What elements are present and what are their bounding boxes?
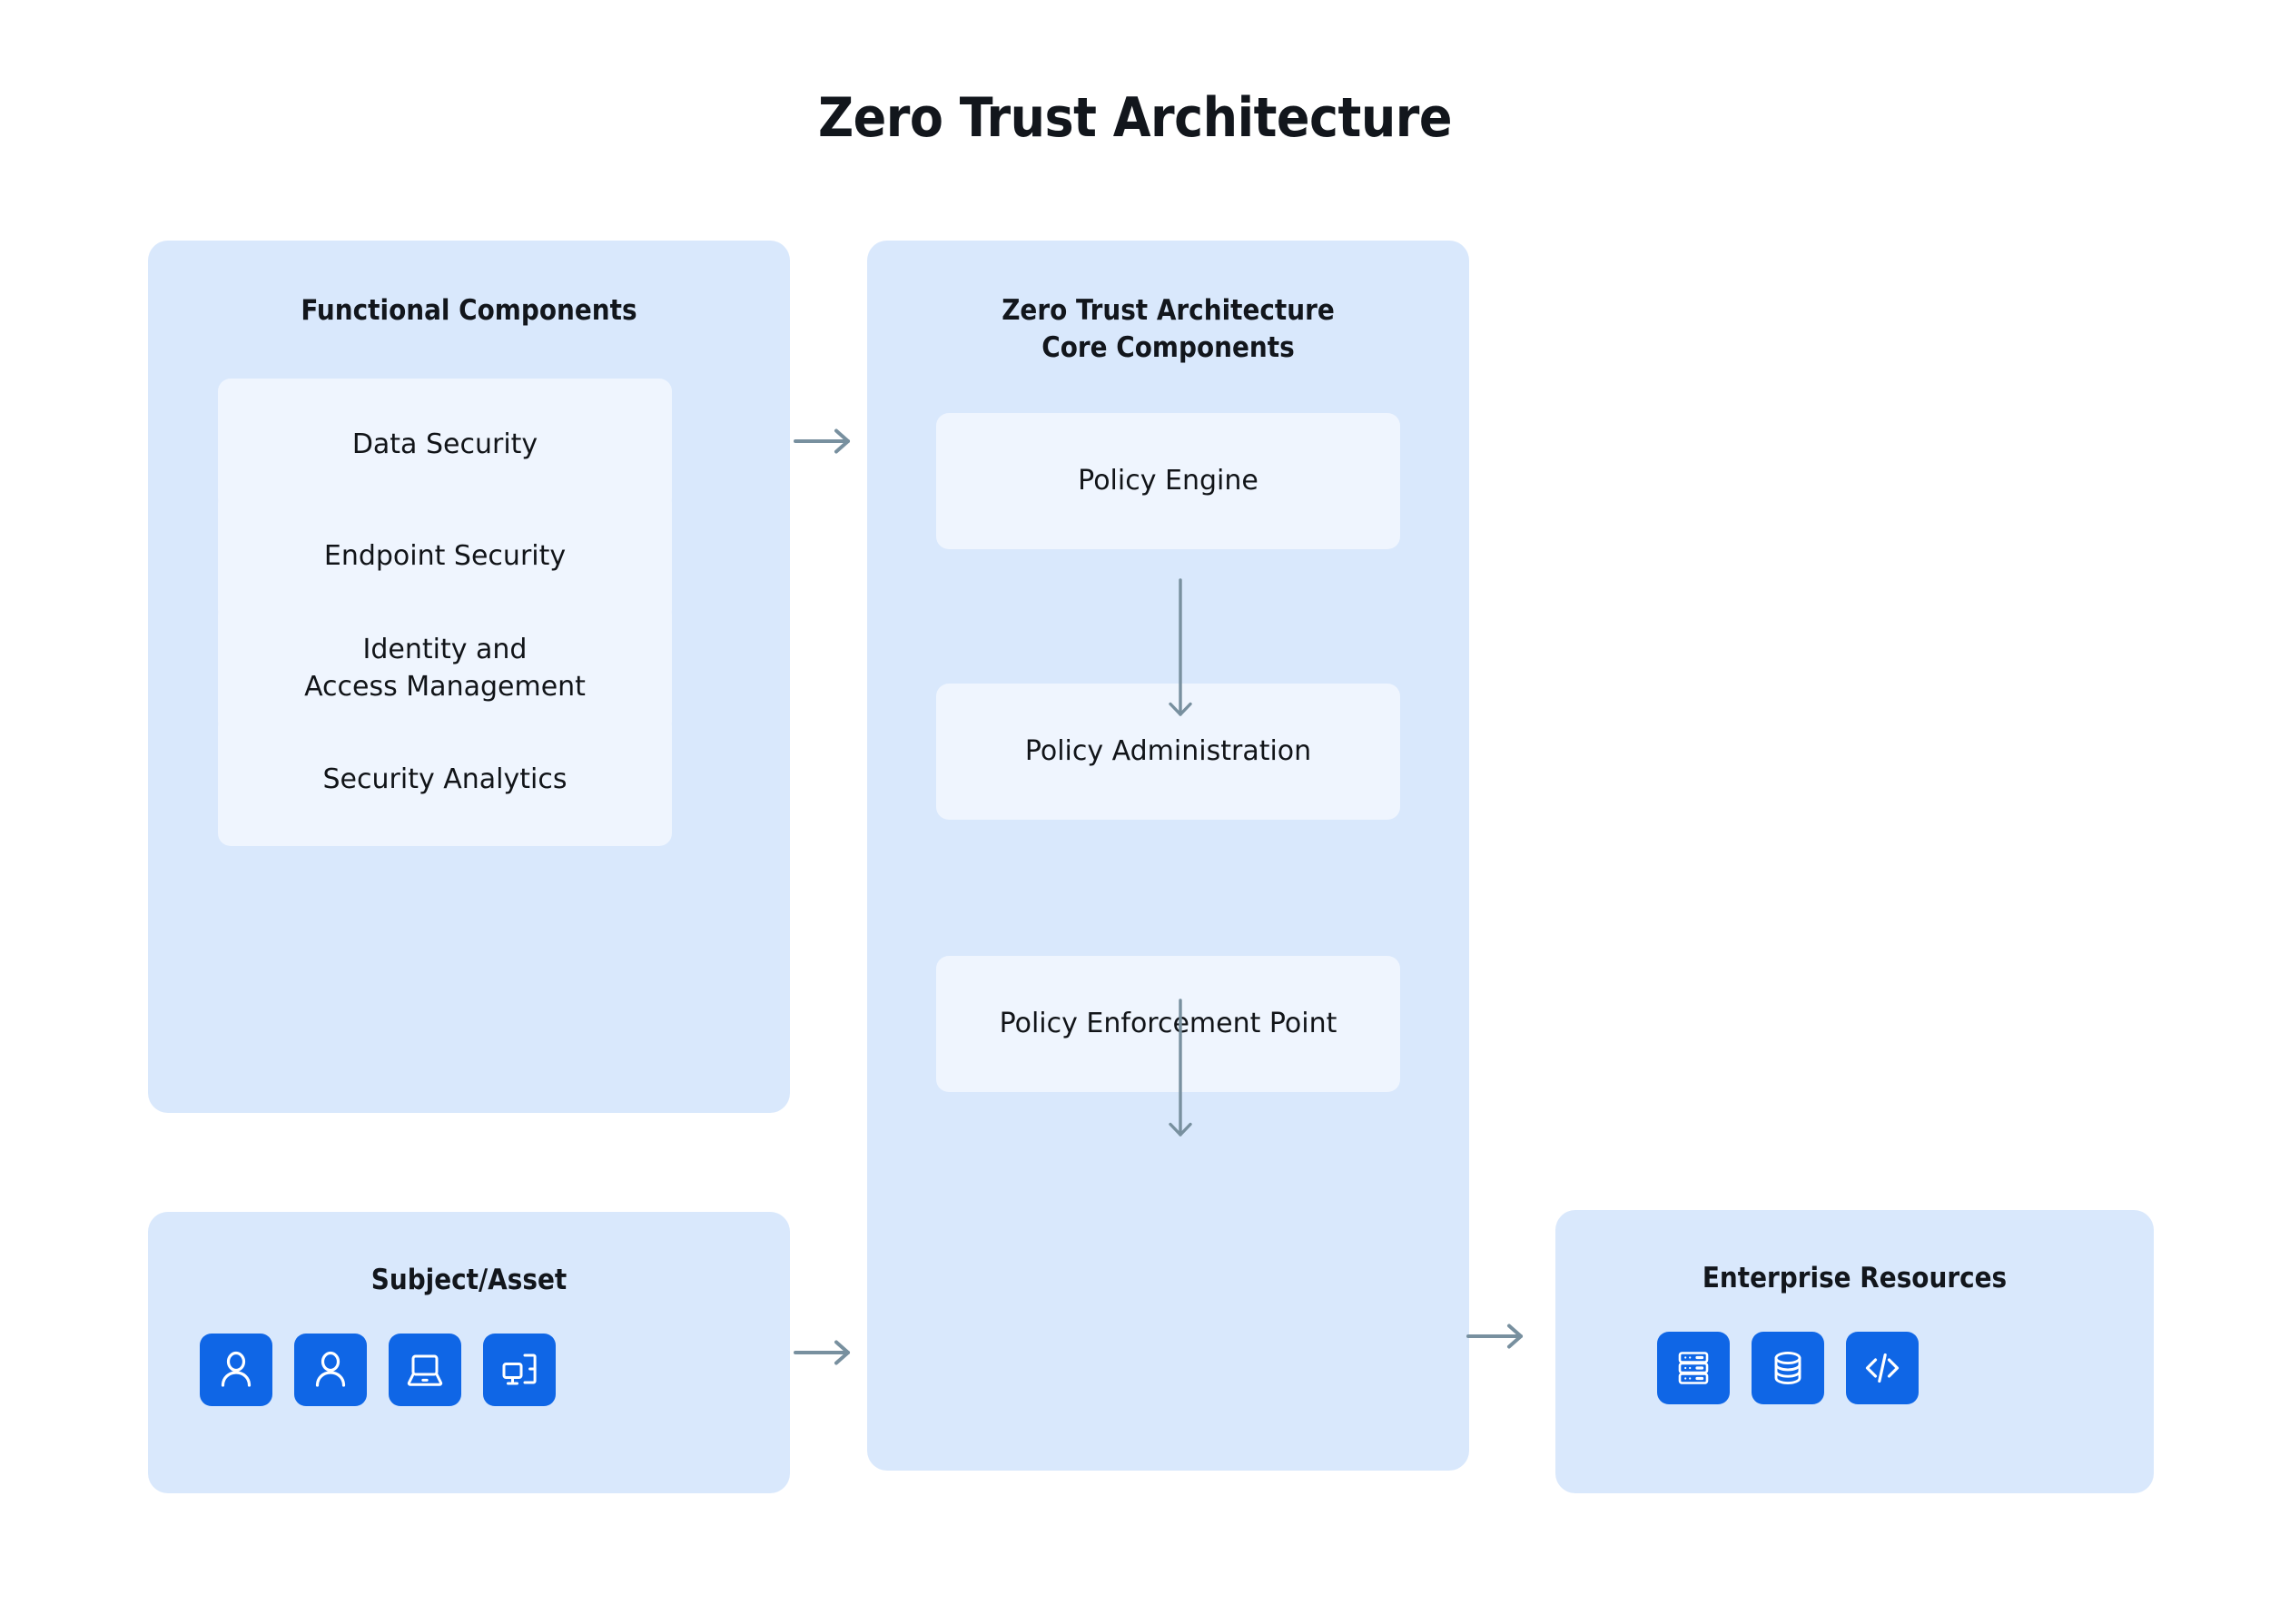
code-brackets-icon	[1860, 1346, 1904, 1390]
user-icon	[214, 1348, 258, 1392]
server-rack-icon-tile[interactable]	[1657, 1332, 1730, 1404]
card-identity-and-access-management[interactable]: Identity and Access Management	[218, 602, 672, 734]
arrow-subject-to-core	[792, 1327, 857, 1382]
arrow-core-to-enterprise	[1465, 1311, 1530, 1365]
card-identity-and-access-management-label: Identity and Access Management	[304, 631, 586, 706]
database-icon	[1766, 1346, 1810, 1390]
card-endpoint-security[interactable]: Endpoint Security	[218, 490, 672, 623]
card-policy-enforcement-point-label: Policy Enforcement Point	[999, 1008, 1337, 1040]
card-security-analytics[interactable]: Security Analytics	[218, 714, 672, 846]
user-icon-tile-2[interactable]	[294, 1334, 367, 1406]
user-icon-tile-1[interactable]	[200, 1334, 272, 1406]
enterprise-resources-icon-row	[1657, 1332, 1919, 1404]
arrow-policy-engine-to-policy-administration	[1159, 576, 1202, 725]
card-policy-administration-label: Policy Administration	[1024, 735, 1312, 768]
user-icon	[309, 1348, 352, 1392]
subject-asset-icon-row	[200, 1334, 556, 1406]
panel-enterprise-resources: Enterprise Resources	[1555, 1210, 2154, 1493]
panel-enterprise-resources-title: Enterprise Resources	[1702, 1262, 2008, 1294]
card-data-security[interactable]: Data Security	[218, 379, 672, 511]
desktop-devices-icon	[498, 1348, 541, 1392]
card-policy-administration[interactable]: Policy Administration	[936, 684, 1400, 820]
panel-subject-asset: Subject/Asset	[148, 1212, 790, 1493]
card-data-security-label: Data Security	[351, 428, 538, 461]
panel-functional-components: Functional Components Data Security Endp…	[148, 241, 790, 1113]
card-security-analytics-label: Security Analytics	[322, 763, 568, 796]
panel-zero-trust-core-components: Zero Trust Architecture Core Components …	[867, 241, 1469, 1471]
card-iam-label-line2: Access Management	[304, 671, 586, 703]
code-brackets-icon-tile[interactable]	[1846, 1332, 1919, 1404]
panel-core-title-line2: Core Components	[1041, 330, 1295, 364]
laptop-icon	[403, 1348, 447, 1392]
server-rack-icon	[1672, 1346, 1715, 1390]
desktop-devices-icon-tile[interactable]	[483, 1334, 556, 1406]
card-policy-engine[interactable]: Policy Engine	[936, 413, 1400, 549]
card-policy-engine-label: Policy Engine	[1078, 465, 1258, 497]
arrow-functional-to-core	[792, 416, 857, 470]
card-policy-enforcement-point[interactable]: Policy Enforcement Point	[936, 956, 1400, 1092]
database-icon-tile[interactable]	[1752, 1332, 1824, 1404]
card-endpoint-security-label: Endpoint Security	[323, 540, 567, 573]
arrow-policy-administration-to-policy-enforcement-point	[1159, 997, 1202, 1146]
card-iam-label-line1: Identity and	[362, 633, 528, 665]
panel-subject-asset-title: Subject/Asset	[370, 1264, 568, 1296]
panel-functional-components-title: Functional Components	[301, 294, 637, 327]
laptop-icon-tile[interactable]	[389, 1334, 461, 1406]
panel-core-components-title: Zero Trust Architecture Core Components	[867, 292, 1469, 367]
page-title: Zero Trust Architecture	[817, 86, 1453, 150]
panel-core-title-line1: Zero Trust Architecture	[1002, 294, 1335, 327]
